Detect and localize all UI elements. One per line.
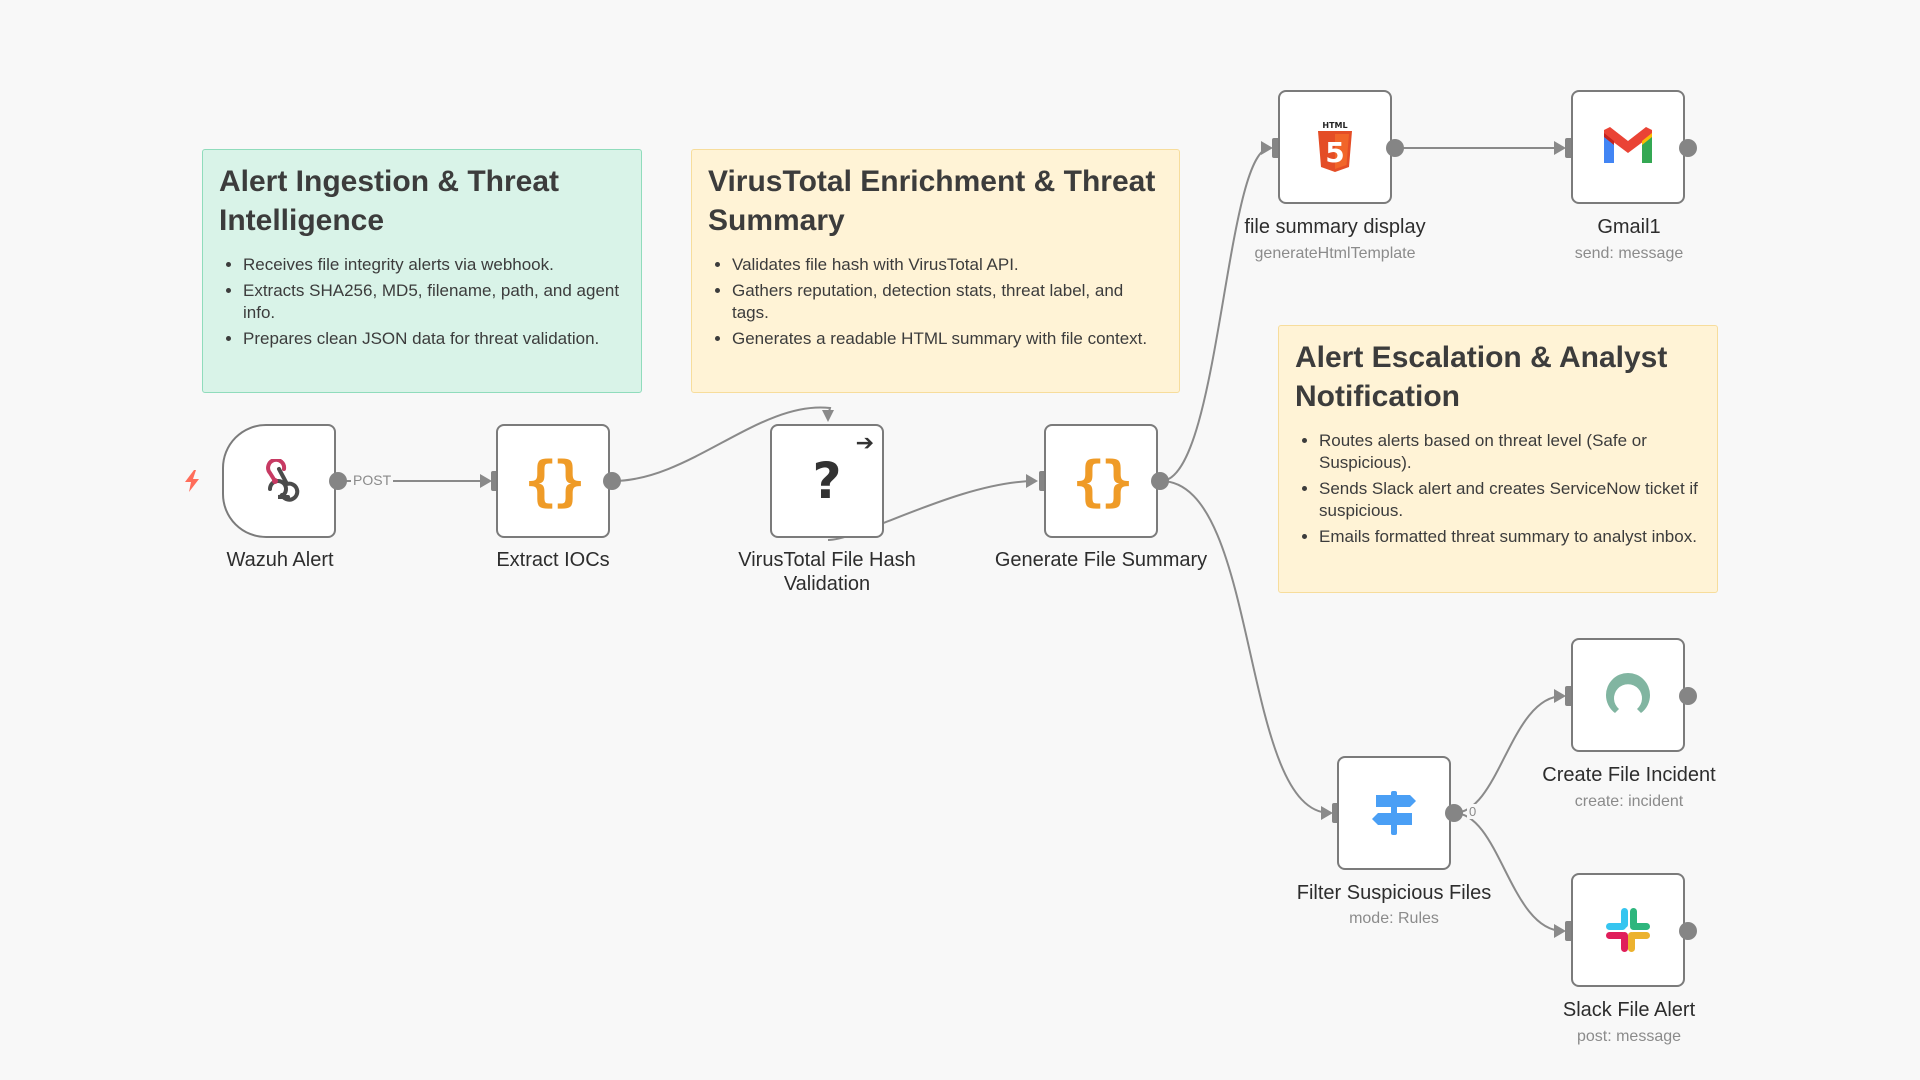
html-badge-text: HTML <box>1322 121 1347 130</box>
output-port[interactable] <box>1679 687 1697 705</box>
arrow-right-icon: ➔ <box>855 430 874 455</box>
edge-label-output-zero: 0 <box>1467 804 1479 819</box>
input-port[interactable] <box>1332 803 1341 823</box>
sticky-bullets: Routes alerts based on threat level (Saf… <box>1295 430 1701 548</box>
sticky-bullet: Gathers reputation, detection stats, thr… <box>732 280 1163 324</box>
sticky-title: VirusTotal Enrichment & Threat Summary <box>708 165 1156 237</box>
output-port[interactable] <box>1386 139 1404 157</box>
output-port[interactable] <box>603 472 621 490</box>
node-subtitle: create: incident <box>1574 793 1684 810</box>
node-create-file-incident[interactable] <box>1571 638 1685 752</box>
sticky-note-enrichment[interactable]: VirusTotal Enrichment & Threat Summary V… <box>691 149 1180 393</box>
input-port[interactable] <box>1565 686 1574 706</box>
servicenow-icon <box>1605 673 1651 713</box>
sticky-bullet: Emails formatted threat summary to analy… <box>1319 526 1701 548</box>
node-slack-file-alert[interactable] <box>1571 873 1685 987</box>
trigger-bolt-icon <box>185 470 199 492</box>
output-port[interactable] <box>1445 804 1463 822</box>
edge-label-post: POST <box>351 472 394 488</box>
sticky-title: Alert Ingestion & Threat Intelligence <box>219 165 560 237</box>
node-label: Gmail1 <box>1597 216 1661 238</box>
sticky-bullet: Generates a readable HTML summary with f… <box>732 328 1163 350</box>
question-icon: ? <box>812 452 842 510</box>
sticky-bullets: Validates file hash with VirusTotal API.… <box>708 254 1163 350</box>
node-subtitle: generateHtmlTemplate <box>1254 245 1416 262</box>
output-port[interactable] <box>329 472 347 490</box>
slack-icon <box>1606 908 1650 952</box>
node-subtitle: post: message <box>1576 1028 1682 1045</box>
node-extract-iocs[interactable]: {} <box>496 424 610 538</box>
code-braces-icon: {} <box>524 449 585 513</box>
node-label: VirusTotal File Hash Validation <box>738 549 916 595</box>
input-port[interactable] <box>491 471 500 491</box>
sticky-bullets: Receives file integrity alerts via webho… <box>219 254 625 350</box>
arrowhead-virustotal <box>822 410 834 422</box>
node-filter-suspicious-files[interactable] <box>1337 756 1451 870</box>
sticky-bullet: Routes alerts based on threat level (Saf… <box>1319 430 1701 474</box>
input-port[interactable] <box>1272 138 1281 158</box>
arrowhead-summary <box>1026 474 1038 488</box>
webhook-icon <box>266 459 300 502</box>
node-subtitle: mode: Rules <box>1349 910 1439 927</box>
input-port[interactable] <box>1039 471 1048 491</box>
sticky-bullet: Validates file hash with VirusTotal API. <box>732 254 1163 276</box>
node-label: Extract IOCs <box>496 549 610 571</box>
node-label: Wazuh Alert <box>226 549 334 571</box>
input-port[interactable] <box>1565 921 1574 941</box>
node-label: Filter Suspicious Files <box>1296 882 1492 904</box>
node-label: Generate File Summary <box>994 549 1208 571</box>
html-digit-text: 5 <box>1325 136 1344 169</box>
node-wazuh-alert[interactable] <box>222 424 336 538</box>
output-port[interactable] <box>1151 472 1169 490</box>
html5-icon: HTML 5 <box>1318 121 1352 172</box>
node-label: Create File Incident <box>1542 764 1716 786</box>
gmail-icon <box>1604 127 1652 163</box>
sticky-title: Alert Escalation & Analyst Notification <box>1295 341 1668 413</box>
code-braces-icon: {} <box>1072 449 1133 513</box>
node-label: Slack File Alert <box>1562 999 1696 1021</box>
sticky-bullet: Extracts SHA256, MD5, filename, path, an… <box>243 280 625 324</box>
node-file-summary-display[interactable]: HTML 5 <box>1278 90 1392 204</box>
signpost-icon <box>1372 791 1416 835</box>
output-port[interactable] <box>1679 139 1697 157</box>
sticky-note-ingestion[interactable]: Alert Ingestion & Threat Intelligence Re… <box>202 149 642 393</box>
sticky-note-escalation[interactable]: Alert Escalation & Analyst Notification … <box>1278 325 1718 593</box>
input-port[interactable] <box>1565 138 1574 158</box>
sticky-bullet: Receives file integrity alerts via webho… <box>243 254 625 276</box>
output-port[interactable] <box>1679 922 1697 940</box>
node-subtitle: send: message <box>1574 245 1684 262</box>
node-generate-file-summary[interactable]: {} <box>1044 424 1158 538</box>
sticky-bullet: Sends Slack alert and creates ServiceNow… <box>1319 478 1701 522</box>
sticky-bullet: Prepares clean JSON data for threat vali… <box>243 328 625 350</box>
node-label: file summary display <box>1244 216 1426 238</box>
node-gmail1[interactable] <box>1571 90 1685 204</box>
node-virustotal-validation[interactable]: ? ➔ <box>770 424 884 538</box>
